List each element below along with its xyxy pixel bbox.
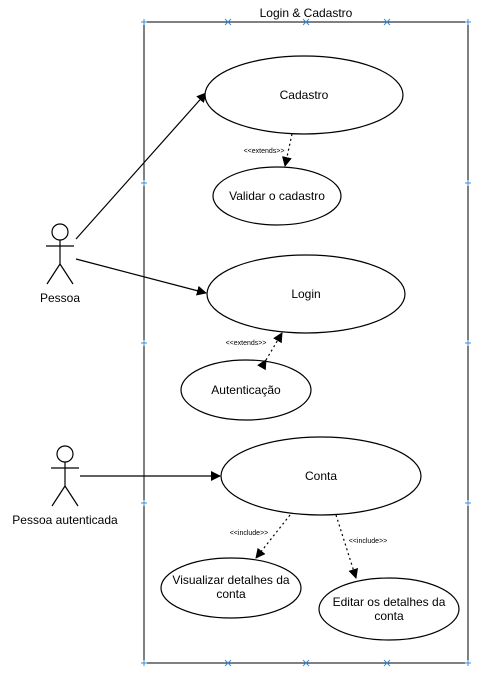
use-case-visualizar-detalhes-label-line1: Visualizar detalhes da — [172, 573, 290, 587]
actor-pessoa-label: Pessoa — [40, 291, 80, 305]
use-case-validar-cadastro[interactable] — [212, 166, 342, 226]
use-case-editar-detalhes-label-line1: Editar os detalhes da — [333, 595, 446, 609]
use-case-autenticacao-label: Autenticação — [211, 383, 281, 397]
use-case-login[interactable] — [206, 254, 406, 334]
use-case-autenticacao[interactable] — [180, 359, 312, 421]
extends-login-autenticacao[interactable] — [257, 332, 283, 371]
use-case-visualizar-detalhes-label-line2: conta — [216, 587, 246, 601]
association-pessoa-cadastro[interactable] — [75, 92, 207, 240]
use-case-validar-cadastro-label: Validar o cadastro — [229, 189, 325, 203]
include-editar-label: <<include>> — [349, 538, 388, 545]
extends-cadastro-validar[interactable] — [282, 133, 293, 167]
actor-pessoa-autenticada[interactable] — [51, 445, 79, 507]
extends-login-label: <<extends>> — [226, 340, 267, 347]
association-pessoa-login[interactable] — [75, 258, 207, 296]
actor-pessoa[interactable] — [46, 223, 74, 285]
use-case-login-label: Login — [291, 287, 320, 301]
use-case-editar-detalhes[interactable] — [318, 577, 460, 641]
boundary-selection-handles — [141, 18, 471, 667]
use-case-visualizar-detalhes[interactable] — [160, 557, 302, 619]
system-title: Login & Cadastro — [260, 6, 353, 20]
actor-pessoa-autenticada-label: Pessoa autenticada — [12, 513, 118, 527]
use-case-cadastro[interactable] — [204, 55, 404, 135]
use-case-cadastro-label: Cadastro — [280, 88, 329, 102]
include-conta-editar[interactable] — [335, 514, 359, 579]
include-visualizar-label: <<include>> — [230, 530, 269, 537]
use-case-editar-detalhes-label-line2: conta — [374, 609, 404, 623]
use-case-conta-label: Conta — [305, 469, 337, 483]
use-case-conta[interactable] — [220, 436, 422, 516]
include-conta-visualizar[interactable] — [255, 514, 291, 559]
extends-cadastro-label: <<extends>> — [244, 148, 285, 155]
